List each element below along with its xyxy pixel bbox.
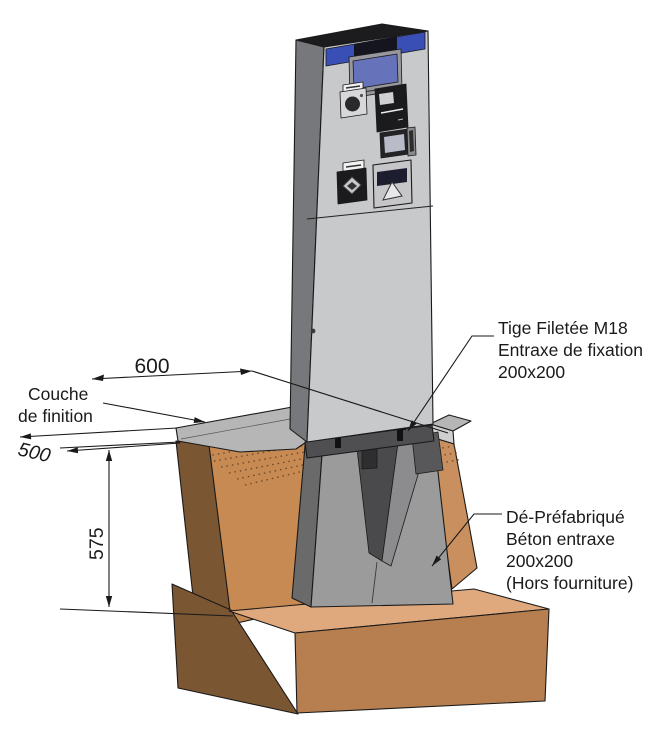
card-reader-mark (397, 118, 404, 121)
finish-layer-callout: Couche de finition (18, 384, 206, 426)
lower-soil-step (171, 583, 550, 715)
rod-label-line1: Tige Filetée M18 (498, 318, 628, 338)
finish-label-line2: de finition (18, 406, 93, 426)
block-label-line3: 200x200 (506, 551, 573, 571)
arrowhead-600-right (240, 368, 252, 375)
step-front-face (294, 608, 550, 714)
arrowhead-block (432, 555, 442, 566)
rod-label-line2: Entraxe de fixation (498, 340, 643, 360)
soil-stipple-right (436, 444, 463, 464)
precast-block-callout: Dé-Préfabriqué Béton entraxe 200x200 (Ho… (431, 507, 633, 593)
lock-hole-icon (310, 328, 316, 334)
step-left-dark-face (171, 583, 299, 715)
speaker-grille-icon (345, 96, 360, 112)
dimension-600: 600 (91, 355, 449, 434)
keypad-display (384, 134, 405, 153)
ticket-tray-band (377, 168, 407, 186)
payment-terminal (289, 23, 434, 443)
dim-575-value: 575 (86, 527, 108, 560)
ticket-tray-triangle-icon (382, 181, 403, 201)
block-label-line1: Dé-Préfabriqué (506, 507, 625, 527)
finish-label-line1: Couche (28, 384, 88, 404)
arrowhead-575-bottom (105, 596, 113, 607)
arrowhead-500-top (20, 433, 32, 440)
arrowhead-500-bottom (67, 447, 79, 454)
coin-label-text-line (345, 164, 362, 168)
threaded-rod-callout: Tige Filetée M18 Entraxe de fixation 200… (407, 318, 643, 432)
keypad-side-inner (409, 130, 414, 152)
arrowhead-600-left (92, 374, 104, 381)
card-reader (374, 83, 409, 133)
annotations: 600 Couche de finition 500 575 (16, 318, 643, 617)
display-screen (352, 53, 399, 90)
dimension-575: 575 (59, 441, 234, 617)
instruction-label-text-line (345, 85, 361, 89)
block-label-line4: (Hors fourniture) (506, 573, 633, 593)
card-reader-insert (379, 92, 394, 105)
block-crease (371, 561, 378, 604)
speaker-led (359, 93, 364, 98)
arrowhead-575-top (105, 450, 113, 461)
card-slot-icon (380, 108, 404, 114)
dim-500-value: 500 (16, 438, 53, 467)
brand-logo (354, 36, 397, 58)
dimension-500: 500 (16, 427, 181, 467)
dim-600-value: 600 (134, 355, 169, 378)
cabinet-seam (306, 205, 434, 220)
coin-slot-diamond-center (347, 182, 357, 190)
rod-label-line3: 200x200 (498, 362, 565, 382)
arrowhead-rod (408, 420, 417, 431)
arrowhead-finish (193, 417, 205, 423)
block-label-line2: Béton entraxe (506, 529, 615, 549)
